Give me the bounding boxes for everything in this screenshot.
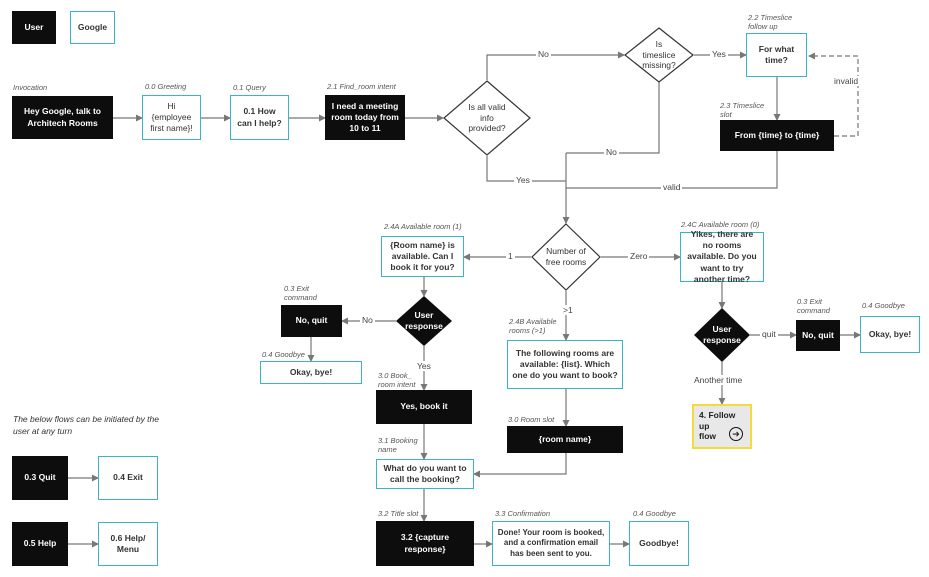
caption-query: 0.1 Query — [233, 83, 266, 92]
edge-label-no-mid: No — [604, 147, 619, 157]
legend-google: Google — [70, 11, 115, 44]
edge-label-quit-right: quit — [760, 329, 778, 339]
room-name-box: {room name} — [507, 426, 623, 453]
caption-goodbye-left: 0.4 Goodbye — [262, 350, 305, 359]
okay-bye-box-right: Okay, bye! — [860, 316, 920, 353]
arrow-right-circle-icon[interactable]: ➔ — [729, 427, 743, 441]
valid-info-decision: Is all valid info provided? — [443, 80, 531, 156]
caption-available-0: 2.4C Available room (0) — [681, 220, 760, 229]
yes-book-it-box: Yes, book it — [376, 390, 472, 424]
edge-label-zero: Zero — [628, 251, 650, 261]
follow-up-flow-label: 4. Follow up flow — [699, 410, 736, 442]
edge-label-yes-left: Yes — [415, 361, 433, 371]
exit-box: 0.4 Exit — [98, 456, 158, 500]
no-quit-box-right: No, quit — [796, 320, 840, 351]
caption-confirmation: 3.3 Confirmation — [495, 509, 551, 518]
edge-label-one: 1 — [506, 251, 515, 261]
caption-available-many: 2.4B Available rooms (>1) — [509, 317, 557, 335]
user-response-decision-right: User response — [694, 308, 750, 362]
help-box: 0.5 Help — [12, 522, 68, 566]
edge-label-valid: valid — [661, 182, 683, 192]
what-call-booking-box: What do you want to call the booking? — [376, 459, 474, 489]
caption-greeting: 0.0 Greeting — [145, 82, 187, 91]
following-rooms-box: The following rooms are available: {list… — [507, 340, 623, 389]
caption-exit-command-left: 0.3 Exit command — [284, 284, 317, 302]
caption-goodbye-bottom: 0.4 Goodbye — [633, 509, 676, 518]
edge-label-no-top: No — [536, 49, 551, 59]
follow-up-flow-box[interactable]: 4. Follow up flow ➔ — [692, 404, 752, 449]
caption-goodbye-right: 0.4 Goodbye — [862, 301, 905, 310]
query-box: 0.1 How can I help? — [230, 95, 289, 140]
user-response-label-left: User response — [405, 310, 443, 331]
user-response-decision-left: User response — [396, 296, 452, 346]
room-available-box: {Room name} is available. Can I book it … — [381, 236, 464, 277]
capture-response-box: 3.2 {capture response} — [376, 521, 474, 566]
user-response-label-right: User response — [703, 324, 741, 345]
legend-user: User — [12, 11, 56, 44]
edge-label-more-than-one: >1 — [561, 305, 575, 315]
no-rooms-box: Yikes, there are no rooms available. Do … — [680, 229, 764, 284]
caption-timeslice-slot: 2.3 Timeslice slot — [720, 101, 765, 119]
caption-timeslice-follow: 2.2 Timeslice follow up — [748, 13, 793, 31]
goodbye-box: Goodbye! — [629, 521, 689, 566]
caption-available-1: 2.4A Available room (1) — [384, 222, 462, 231]
edge-label-yes-mid: Yes — [514, 175, 532, 185]
quit-box: 0.3 Quit — [12, 456, 68, 500]
invocation-box: Hey Google, talk to Architech Rooms — [12, 96, 113, 139]
okay-bye-box-left: Okay, bye! — [260, 361, 362, 384]
caption-booking-name: 3.1 Booking name — [378, 436, 418, 454]
for-what-time-box: For what time? — [746, 33, 807, 77]
timeslice-missing-label: Is timeslice missing? — [642, 39, 676, 71]
done-box: Done! Your room is booked, and a confirm… — [492, 521, 610, 566]
free-rooms-decision: Number of free rooms — [531, 223, 601, 291]
timeslice-missing-decision: Is timeslice missing? — [624, 27, 694, 83]
greeting-box: Hi {employee first name}! — [142, 95, 201, 140]
caption-book-intent: 3.0 Book_ room intent — [378, 371, 416, 389]
no-quit-box-left: No, quit — [281, 305, 342, 337]
valid-info-label: Is all valid info provided? — [468, 102, 506, 134]
from-to-time-box: From {time} to {time} — [720, 120, 834, 151]
edge-label-no-left: No — [360, 315, 375, 325]
caption-find-room: 2.1 Find_room intent — [327, 82, 396, 91]
anytime-flows-note: The below flows can be initiated by the … — [13, 414, 160, 437]
free-rooms-label: Number of free rooms — [545, 246, 587, 267]
help-menu-box: 0.6 Help/ Menu — [98, 522, 158, 566]
caption-exit-command-right: 0.3 Exit command — [797, 297, 830, 315]
caption-title-slot: 3.2 Title slot — [378, 509, 419, 518]
edge-label-another-time: Another time — [692, 375, 745, 385]
find-room-request-box: I need a meeting room today from 10 to 1… — [325, 95, 405, 140]
caption-room-slot: 3.0 Room slot — [508, 415, 555, 424]
edge-label-invalid: invalid — [832, 76, 861, 86]
caption-invocation: Invocation — [13, 83, 48, 92]
edge-label-yes-top: Yes — [710, 49, 728, 59]
